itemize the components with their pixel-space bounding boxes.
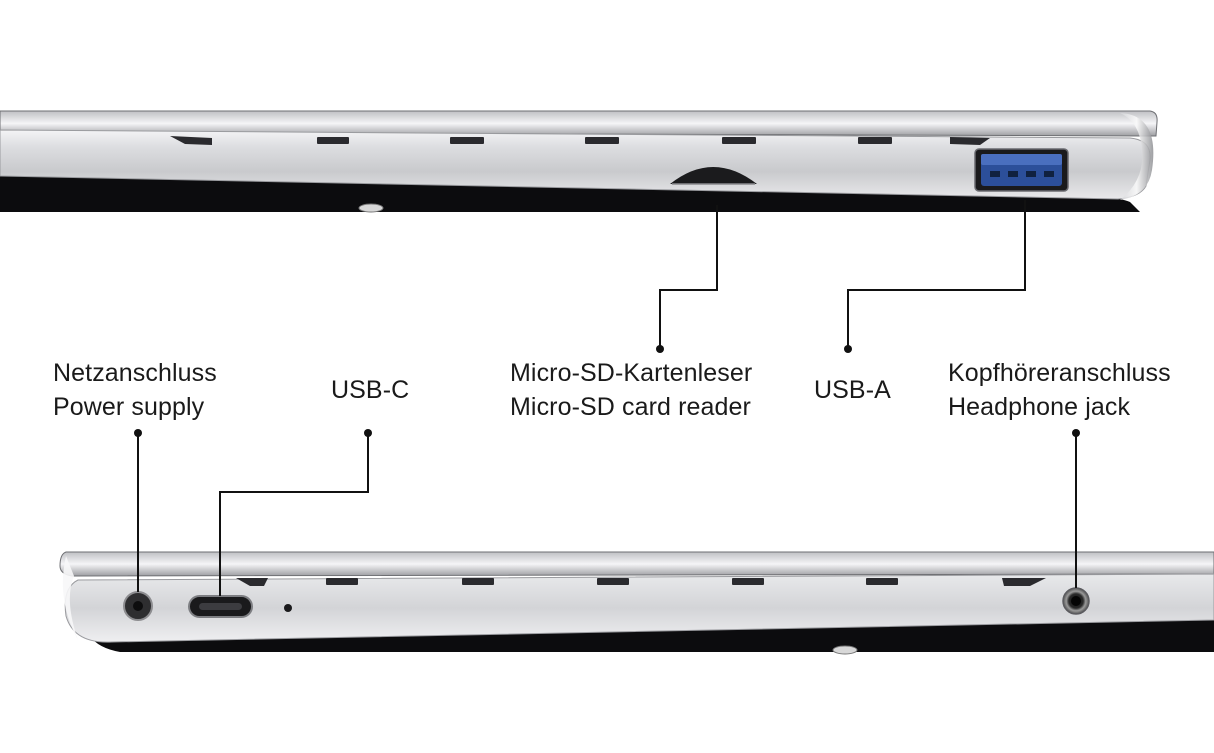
laptop-lid <box>0 110 1158 137</box>
callout-dot-headphone <box>1072 429 1080 437</box>
label-power-de: Netzanschluss <box>53 359 217 387</box>
label-usb-c-text: USB-C <box>331 376 410 404</box>
laptop-bottom-side <box>59 551 1214 655</box>
laptop-lid <box>59 551 1214 577</box>
usb-c-port-icon <box>188 595 253 618</box>
label-power-en: Power supply <box>53 393 205 421</box>
label-usb-a: USB-A <box>814 373 891 407</box>
laptop-top-side <box>0 110 1158 213</box>
label-headphone-en: Headphone jack <box>948 393 1131 421</box>
label-micro-sd-en: Micro-SD card reader <box>510 393 751 421</box>
power-port-icon <box>123 591 153 621</box>
laptop-edge-highlight <box>1120 113 1154 200</box>
callout-dot-micro-sd <box>656 345 664 353</box>
callout-dot-usb-c <box>364 429 372 437</box>
laptop-edge-highlight <box>62 556 78 640</box>
micro-sd-slot-icon <box>670 167 757 185</box>
rubber-foot <box>358 203 384 213</box>
callout-dot-usb-a <box>844 345 852 353</box>
vent-slots <box>170 136 990 145</box>
label-headphone-jack: Kopfhöreranschluss Headphone jack <box>948 356 1171 424</box>
rubber-foot <box>832 645 858 655</box>
callout-dots <box>134 345 1080 437</box>
callout-line-usb-c <box>219 433 369 596</box>
callout-dot-power <box>134 429 142 437</box>
vent-slots <box>236 578 1046 586</box>
label-usb-c: USB-C <box>331 373 409 407</box>
headphone-jack-icon <box>1062 587 1090 615</box>
label-micro-sd: Micro-SD-Kartenleser Micro-SD card reade… <box>510 356 752 424</box>
label-power-supply: Netzanschluss Power supply <box>53 356 217 424</box>
status-led-icon <box>284 604 292 612</box>
callout-lines <box>137 200 1077 596</box>
usb-a-port-icon <box>974 148 1069 192</box>
callout-line-usb-a <box>847 200 1026 349</box>
callout-line-micro-sd <box>659 205 718 349</box>
label-headphone-de: Kopfhöreranschluss <box>948 359 1171 387</box>
label-usb-a-text: USB-A <box>814 376 891 404</box>
label-micro-sd-de: Micro-SD-Kartenleser <box>510 359 753 387</box>
